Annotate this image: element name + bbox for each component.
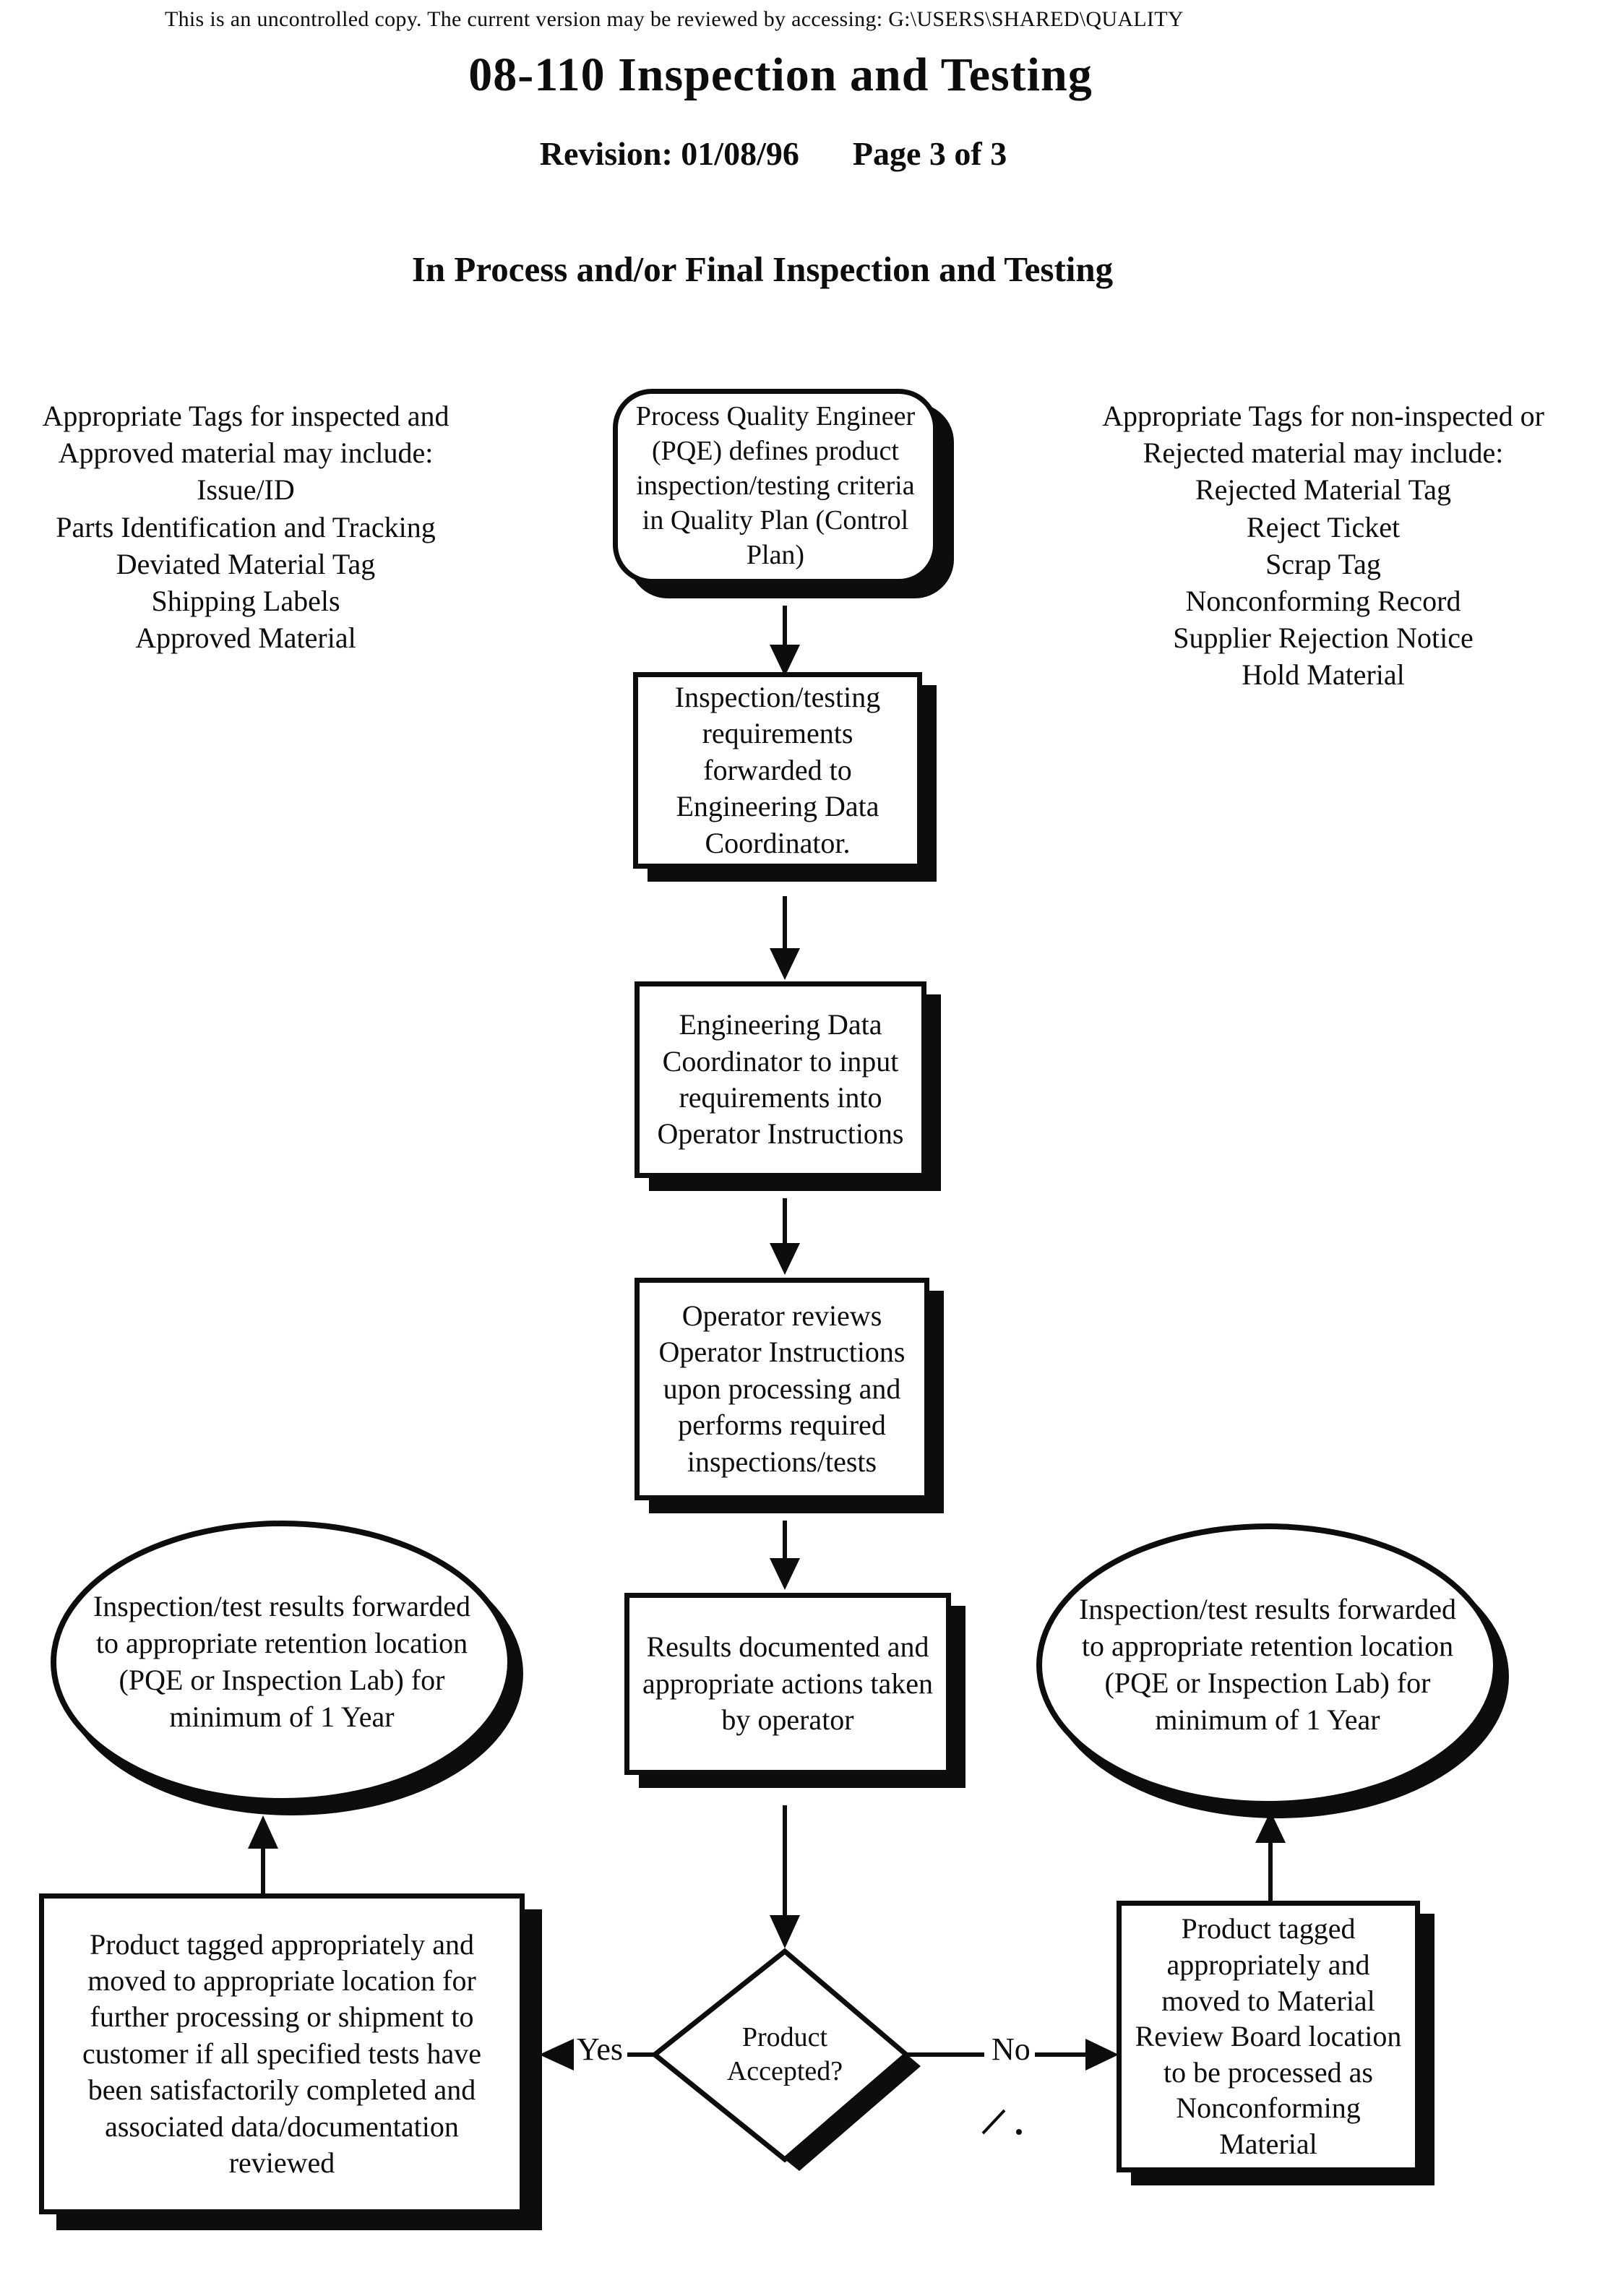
arrowhead-down-icon <box>770 1558 800 1590</box>
flow-node-operator-reviews: Operator reviews Operator Instructions u… <box>635 1278 929 1500</box>
no-branch-label: No <box>992 2031 1031 2067</box>
arrowhead-right-icon <box>1085 2039 1119 2071</box>
flow-node-no-outcome: Product tagged appropriately and moved t… <box>1117 1901 1420 2172</box>
revision-row: Revision: 01/08/96 Page 3 of 3 <box>0 134 1547 173</box>
pencil-dot-artifact <box>1016 2129 1022 2135</box>
yes-branch-label: Yes <box>577 2031 624 2067</box>
flow-node-start: Process Quality Engineer (PQE) defines p… <box>613 389 938 584</box>
right-retention-ellipse: Inspection/test results forwarded to app… <box>1036 1523 1499 1807</box>
flow-node-results-documented: Results documented and appropriate actio… <box>624 1593 951 1775</box>
uncontrolled-copy-note: This is an uncontrolled copy. The curren… <box>165 7 1184 31</box>
pencil-mark-artifact <box>981 2109 1006 2135</box>
flow-node-forward-requirements: Inspection/testing requirements forwarde… <box>633 672 922 869</box>
document-title: 08-110 Inspection and Testing <box>468 48 1093 101</box>
approved-tags-list: Appropriate Tags for inspected and Appro… <box>42 400 450 655</box>
arrowhead-left-icon <box>539 2039 574 2071</box>
left-retention-ellipse: Inspection/test results forwarded to app… <box>51 1521 513 1804</box>
flow-node-yes-outcome: Product tagged appropriately and moved t… <box>39 1893 525 2214</box>
arrowhead-down-icon <box>770 1243 800 1275</box>
rejected-tags-list: Appropriate Tags for non-inspected or Re… <box>1102 400 1544 692</box>
arrowhead-up-icon <box>248 1815 278 1849</box>
arrowhead-up-icon <box>1255 1811 1286 1843</box>
flowchart-title: In Process and/or Final Inspection and T… <box>411 249 1114 289</box>
flow-node-input-requirements: Engineering Data Coordinator to input re… <box>635 981 926 1178</box>
arrowhead-down-icon <box>770 1915 800 1948</box>
page-number-label: Page 3 of 3 <box>852 135 1007 172</box>
arrowhead-down-icon <box>770 948 800 980</box>
revision-label: Revision: 01/08/96 <box>539 135 799 172</box>
decision-label: Product Accepted? <box>726 2021 843 2087</box>
